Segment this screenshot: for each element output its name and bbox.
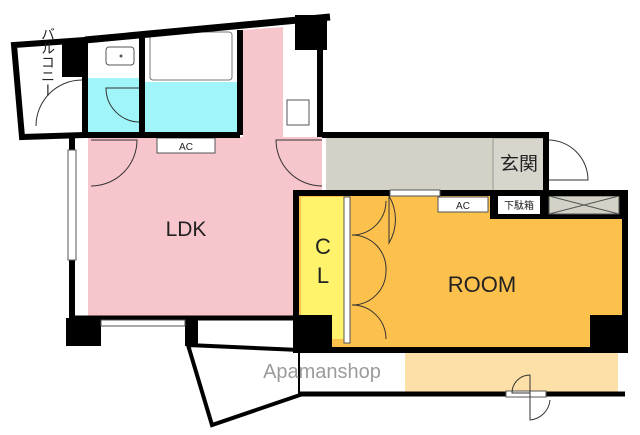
room-label: ROOM bbox=[448, 272, 516, 297]
shoe-box bbox=[498, 196, 540, 214]
storage-cross-icon bbox=[548, 195, 620, 215]
room-balcony-fill bbox=[405, 352, 618, 392]
pillar bbox=[296, 315, 332, 350]
walls bbox=[69, 13, 628, 353]
bathtub-icon bbox=[149, 31, 233, 81]
fridge-space bbox=[286, 99, 310, 126]
washroom-door-arc bbox=[105, 87, 141, 123]
wall-block bbox=[62, 42, 85, 77]
front-door-arc bbox=[547, 139, 589, 181]
ac-label-ldk: AC bbox=[179, 142, 193, 153]
pillar bbox=[295, 15, 327, 50]
ldk-label: LDK bbox=[166, 218, 207, 241]
ldk-door-arc bbox=[90, 139, 138, 187]
window bbox=[505, 390, 547, 398]
closet-label-c: C bbox=[315, 234, 331, 259]
watermark: Apamanshop bbox=[263, 361, 381, 383]
entrance-label: 玄関 bbox=[500, 153, 538, 175]
entrance bbox=[492, 137, 545, 193]
pillar bbox=[185, 318, 198, 346]
hall-door-arc bbox=[275, 139, 323, 187]
shoe-box-label: 下駄箱 bbox=[504, 199, 534, 212]
closet-label-l: L bbox=[317, 263, 329, 288]
window bbox=[100, 319, 186, 327]
window bbox=[389, 189, 441, 197]
ac-label-room: AC bbox=[456, 201, 470, 212]
closet-door-arcs bbox=[351, 194, 396, 340]
window bbox=[67, 149, 77, 261]
balcony-door-arc bbox=[35, 79, 83, 127]
ac-unit-room bbox=[437, 196, 489, 213]
balcony-door-arc bbox=[511, 374, 551, 421]
pillar bbox=[66, 318, 101, 346]
pillar bbox=[590, 315, 625, 350]
lower-balcony bbox=[185, 342, 302, 428]
balcony-label: バルコニー bbox=[39, 27, 55, 97]
ldk-room bbox=[88, 27, 322, 318]
room-outer bbox=[296, 193, 625, 350]
